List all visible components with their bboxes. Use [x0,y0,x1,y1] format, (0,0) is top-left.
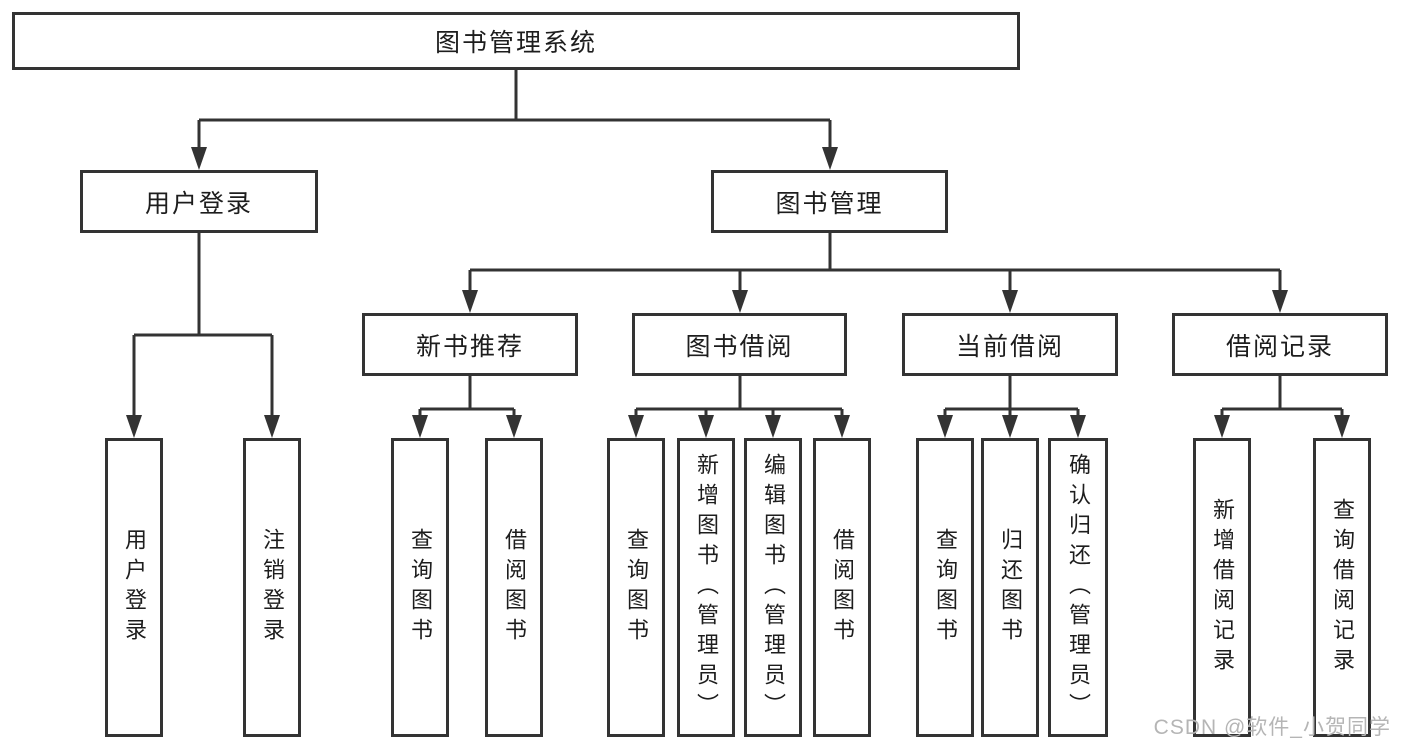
node-user-login: 用户登录 [80,170,318,233]
leaf-return-books: 归还图书 [981,438,1039,737]
node-label: 借阅图书 [830,527,855,648]
connector-root [197,70,832,152]
leaf-add-book-admin: 新增图书（管理员） [677,438,735,737]
connector-book-management [468,233,1282,296]
leaf-logout: 注销登录 [243,438,301,737]
connector-new-book-recommendation [418,376,516,420]
leaf-edit-book-admin: 编辑图书（管理员） [744,438,802,737]
node-label: 新增借阅记录 [1210,497,1235,678]
node-book-borrowing: 图书借阅 [632,313,847,376]
connector-borrowing-records [1220,376,1344,420]
arrowheads [126,147,1350,438]
connector-current-borrowing [943,376,1080,420]
node-label: 编辑图书（管理员） [761,452,786,723]
connector-user-login [132,233,274,420]
leaf-add-borrow-record: 新增借阅记录 [1193,438,1251,737]
node-label: 查询借阅记录 [1330,497,1355,678]
leaf-query-books-current: 查询图书 [916,438,974,737]
leaf-confirm-return-admin: 确认归还（管理员） [1048,438,1108,737]
leaf-user-login: 用户登录 [105,438,163,737]
node-label: 查询图书 [933,527,958,648]
node-label: 用户登录 [144,189,253,218]
node-label: 借阅图书 [502,527,527,648]
leaf-query-borrow-record: 查询借阅记录 [1313,438,1371,737]
leaf-query-books-borrowing: 查询图书 [607,438,665,737]
node-label: 用户登录 [122,527,147,648]
node-book-management: 图书管理 [711,170,948,233]
node-label: 确认归还（管理员） [1066,452,1091,723]
leaf-query-books-recommend: 查询图书 [391,438,449,737]
node-label: 借阅记录 [1225,332,1334,361]
connector-book-borrowing [634,376,844,420]
node-label: 图书管理系统 [434,29,597,57]
node-new-book-recommendation: 新书推荐 [362,313,578,376]
node-label: 注销登录 [260,527,285,648]
node-label: 查询图书 [624,527,649,648]
node-current-borrowing: 当前借阅 [902,313,1118,376]
leaf-borrow-books-borrowing: 借阅图书 [813,438,871,737]
csdn-watermark: CSDN @软件_小贺同学 [1153,716,1391,739]
node-label: 查询图书 [408,527,433,648]
node-label: 当前借阅 [955,332,1064,361]
node-library-system: 图书管理系统 [12,12,1020,70]
node-borrowing-records: 借阅记录 [1172,313,1388,376]
node-label: 图书管理 [775,189,884,218]
node-label: 新书推荐 [415,332,524,361]
leaf-borrow-books-recommend: 借阅图书 [485,438,543,737]
node-label: 新增图书（管理员） [694,452,719,723]
node-label: 归还图书 [998,527,1023,648]
node-label: 图书借阅 [685,332,794,361]
